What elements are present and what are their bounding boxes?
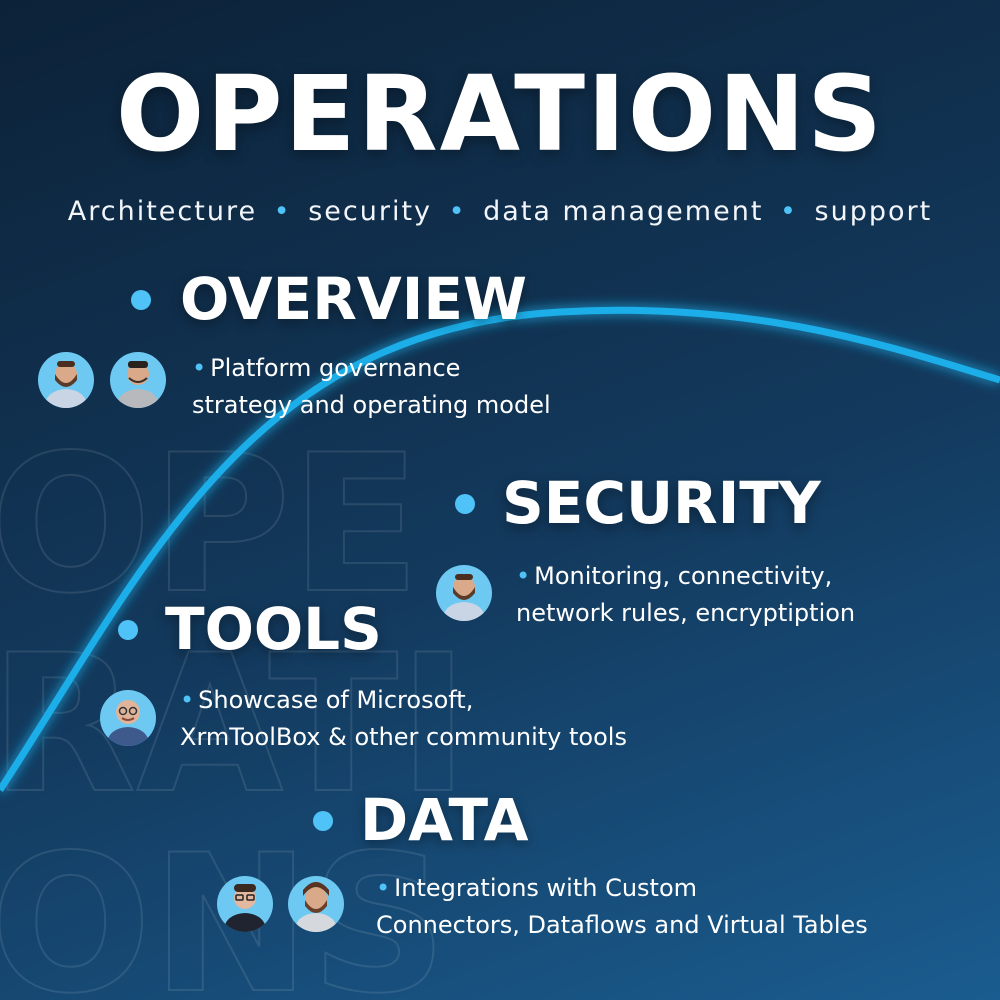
bullet: • <box>516 562 531 590</box>
data-description: •Integrations with Custom Connectors, Da… <box>376 870 868 944</box>
data-heading: DATA <box>360 786 529 854</box>
subtitle-separator: • <box>780 196 798 227</box>
security-description: •Monitoring, connectivity, network rules… <box>516 558 855 632</box>
security-dot <box>455 494 475 514</box>
subtitle-item-security: security <box>308 196 433 227</box>
bullet: • <box>192 354 207 382</box>
overview-line-2: strategy and operating model <box>192 391 551 419</box>
overview-dot <box>131 290 151 310</box>
avatar <box>436 565 492 621</box>
data-dot <box>313 811 333 831</box>
avatar <box>38 352 94 408</box>
bullet: • <box>180 686 195 714</box>
overview-heading: OVERVIEW <box>180 265 527 333</box>
avatar <box>100 690 156 746</box>
tools-dot <box>118 620 138 640</box>
data-line-2: Connectors, Dataflows and Virtual Tables <box>376 911 868 939</box>
avatar <box>288 876 344 932</box>
subtitle-item-data-management: data management <box>483 196 764 227</box>
avatar <box>110 352 166 408</box>
security-line-1: Monitoring, connectivity, <box>534 562 833 590</box>
security-heading: SECURITY <box>502 469 821 537</box>
data-line-1: Integrations with Custom <box>394 874 698 902</box>
subtitle-separator: • <box>273 196 292 227</box>
page-title: OPERATIONS <box>115 53 885 175</box>
tools-heading: TOOLS <box>165 595 382 663</box>
tools-line-2: XrmToolBox & other community tools <box>180 723 627 751</box>
avatar <box>217 876 273 932</box>
overview-line-1: Platform governance <box>210 354 461 382</box>
tools-description: •Showcase of Microsoft, XrmToolBox & oth… <box>180 682 627 756</box>
subtitle-item-architecture: Architecture <box>67 196 258 227</box>
subtitle: Architecture • security • data managemen… <box>0 196 1000 227</box>
security-line-2: network rules, encryptiption <box>516 599 856 627</box>
overview-description: •Platform governance strategy and operat… <box>192 350 551 424</box>
subtitle-separator: • <box>448 196 467 227</box>
tools-line-1: Showcase of Microsoft, <box>198 686 474 714</box>
subtitle-item-support: support <box>814 196 933 227</box>
bullet: • <box>376 874 391 902</box>
